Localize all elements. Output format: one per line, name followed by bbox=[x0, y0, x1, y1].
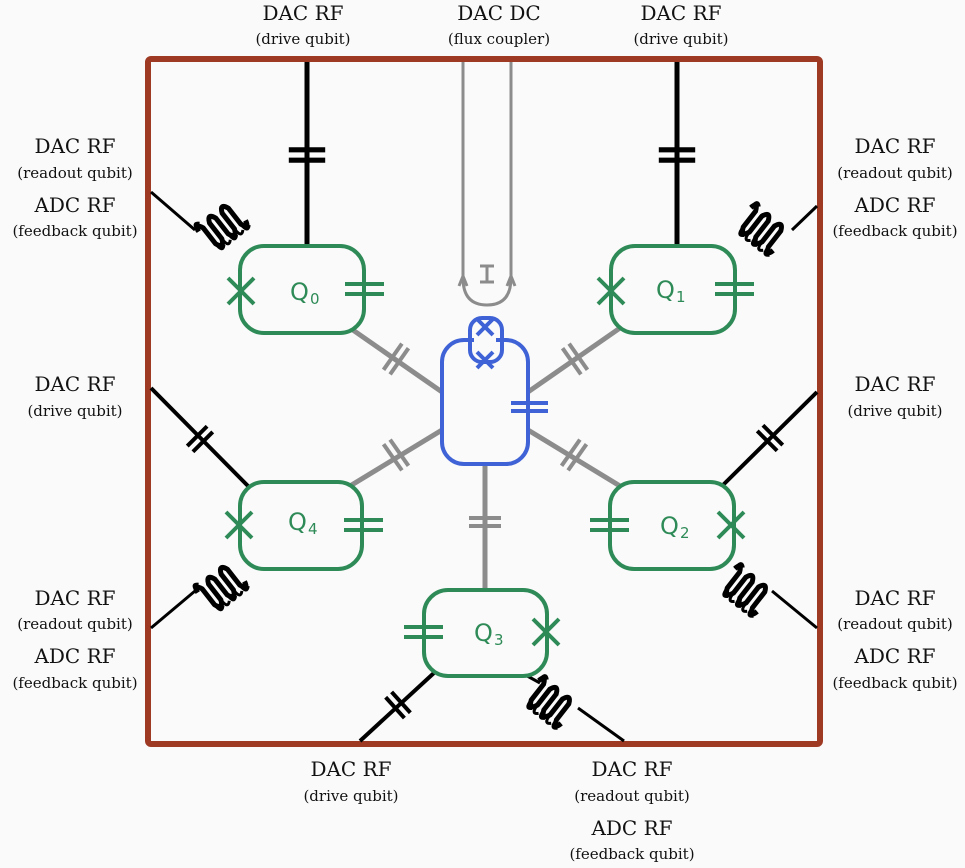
svg-text:ADC RF: ADC RF bbox=[590, 816, 672, 840]
qubit-q0: Q 0 bbox=[226, 244, 384, 335]
qubit-q1-letter: Q bbox=[656, 276, 675, 304]
svg-text:ADC RF: ADC RF bbox=[33, 644, 115, 668]
svg-text:(feedback qubit): (feedback qubit) bbox=[12, 674, 137, 692]
qubit-q4-index: 4 bbox=[308, 520, 318, 538]
svg-text:ADC RF: ADC RF bbox=[853, 193, 935, 217]
svg-text:(drive qubit): (drive qubit) bbox=[847, 402, 942, 420]
qubit-q0-index: 0 bbox=[310, 290, 320, 308]
control-lines bbox=[149, 62, 819, 743]
svg-text:(feedback qubit): (feedback qubit) bbox=[569, 845, 694, 863]
svg-text:ADC RF: ADC RF bbox=[33, 193, 115, 217]
svg-text:(drive qubit): (drive qubit) bbox=[27, 402, 122, 420]
coupler-capacitor bbox=[511, 401, 548, 413]
svg-text:(feedback qubit): (feedback qubit) bbox=[832, 222, 957, 240]
label-left-upper-feedback: ADC RF (feedback qubit) bbox=[12, 193, 137, 240]
svg-text:DAC RF: DAC RF bbox=[34, 134, 115, 158]
svg-text:DAC RF: DAC RF bbox=[262, 1, 343, 25]
svg-text:DAC RF: DAC RF bbox=[854, 134, 935, 158]
svg-text:DAC RF: DAC RF bbox=[640, 1, 721, 25]
svg-text:(readout qubit): (readout qubit) bbox=[837, 164, 952, 182]
svg-text:(readout qubit): (readout qubit) bbox=[17, 615, 132, 633]
qubit-q3-index: 3 bbox=[494, 631, 504, 649]
qubit-q4: Q 4 bbox=[224, 480, 383, 571]
qubit-q1: Q 1 bbox=[596, 244, 754, 335]
qubit-q4-letter: Q bbox=[288, 508, 307, 536]
label-bottom-readout: DAC RF (readout qubit) bbox=[574, 757, 689, 805]
qubit-q3: Q 3 bbox=[404, 588, 561, 678]
flux-coupler-line bbox=[457, 62, 517, 307]
qubit-q1-index: 1 bbox=[676, 288, 686, 306]
svg-text:DAC RF: DAC RF bbox=[854, 586, 935, 610]
qubit-q2-index: 2 bbox=[680, 524, 690, 542]
label-right-upper-readout: DAC RF (readout qubit) bbox=[837, 134, 952, 182]
label-left-lower-feedback: ADC RF (feedback qubit) bbox=[12, 644, 137, 692]
svg-text:(feedback qubit): (feedback qubit) bbox=[832, 674, 957, 692]
svg-text:DAC RF: DAC RF bbox=[310, 757, 391, 781]
tunable-coupler bbox=[440, 316, 546, 466]
svg-text:(readout qubit): (readout qubit) bbox=[837, 615, 952, 633]
svg-text:DAC DC: DAC DC bbox=[457, 1, 540, 25]
svg-text:(drive qubit): (drive qubit) bbox=[255, 30, 350, 48]
qubit-q3-letter: Q bbox=[474, 619, 493, 647]
flux-current-symbol bbox=[480, 264, 494, 284]
label-top-center: DAC DC (flux coupler) bbox=[448, 1, 550, 48]
label-top-right: DAC RF (drive qubit) bbox=[633, 1, 728, 48]
svg-text:(flux coupler): (flux coupler) bbox=[448, 30, 550, 48]
svg-text:DAC RF: DAC RF bbox=[34, 372, 115, 396]
label-right-lower-readout: DAC RF (readout qubit) bbox=[837, 586, 952, 633]
label-left-lower-readout: DAC RF (readout qubit) bbox=[17, 586, 132, 633]
svg-text:DAC RF: DAC RF bbox=[854, 372, 935, 396]
qubit-q0-letter: Q bbox=[290, 278, 309, 306]
label-left-upper-readout: DAC RF (readout qubit) bbox=[17, 134, 132, 182]
svg-text:DAC RF: DAC RF bbox=[591, 757, 672, 781]
label-bottom-drive: DAC RF (drive qubit) bbox=[303, 757, 398, 805]
label-right-upper-feedback: ADC RF (feedback qubit) bbox=[832, 193, 957, 240]
svg-text:(feedback qubit): (feedback qubit) bbox=[12, 222, 137, 240]
chip-frame bbox=[145, 56, 823, 747]
qubit-q2: Q 2 bbox=[590, 480, 746, 571]
label-right-lower-feedback: ADC RF (feedback qubit) bbox=[832, 644, 957, 692]
coupling-lines bbox=[348, 325, 622, 590]
svg-text:DAC RF: DAC RF bbox=[34, 586, 115, 610]
svg-text:(drive qubit): (drive qubit) bbox=[303, 787, 398, 805]
label-top-left: DAC RF (drive qubit) bbox=[255, 1, 350, 48]
qubit-q2-letter: Q bbox=[660, 512, 679, 540]
svg-text:(readout qubit): (readout qubit) bbox=[574, 787, 689, 805]
label-right-drive: DAC RF (drive qubit) bbox=[847, 372, 942, 420]
label-left-drive: DAC RF (drive qubit) bbox=[27, 372, 122, 420]
svg-text:(readout qubit): (readout qubit) bbox=[17, 164, 132, 182]
label-bottom-feedback: ADC RF (feedback qubit) bbox=[569, 816, 694, 863]
svg-text:ADC RF: ADC RF bbox=[853, 644, 935, 668]
svg-text:(drive qubit): (drive qubit) bbox=[633, 30, 728, 48]
